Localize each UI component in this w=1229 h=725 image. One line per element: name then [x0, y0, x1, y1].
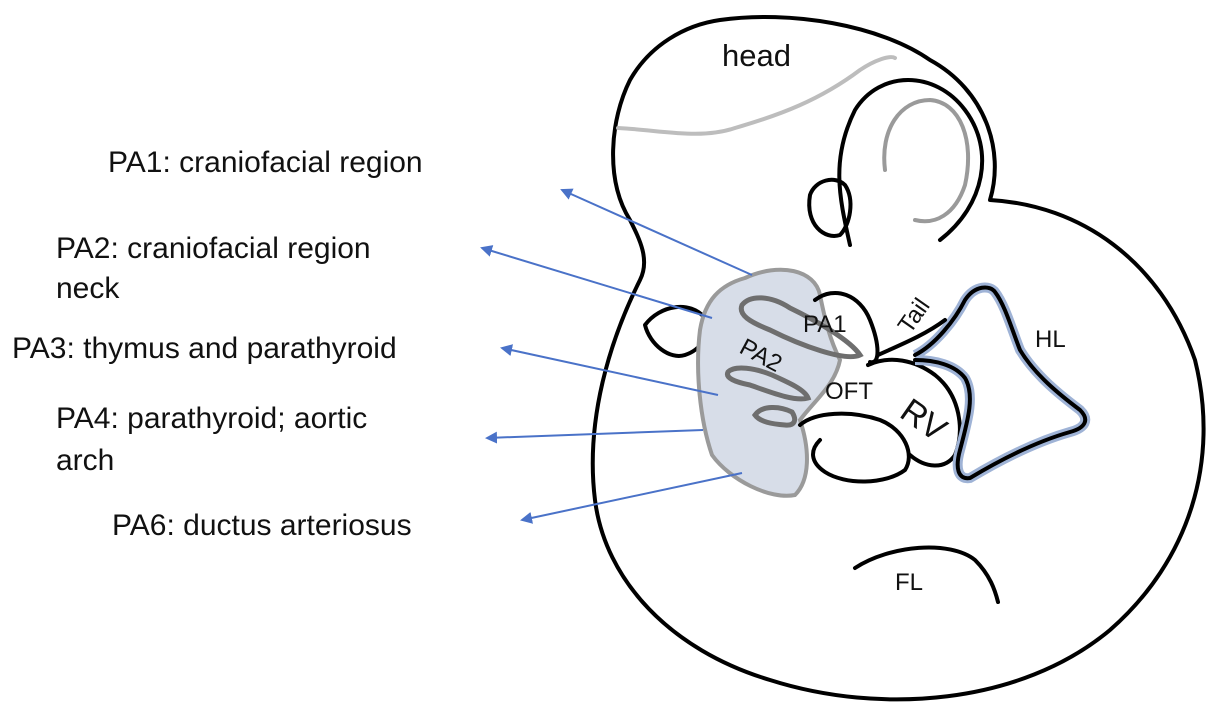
- anatomy-fl: FL: [895, 569, 923, 596]
- arrow-pa1: [562, 190, 752, 275]
- arrow-pa6: [522, 473, 742, 520]
- label-pa6: PA6: ductus arteriosus: [112, 509, 412, 542]
- label-pa4-line1: PA4: parathyroid; aortic: [56, 402, 367, 435]
- label-pa2-line1: PA2: craniofacial region: [56, 232, 371, 265]
- anatomy-head: head: [722, 38, 791, 73]
- label-pa4-line2: arch: [56, 444, 114, 477]
- rv-lower-lobe: [800, 414, 909, 482]
- anatomy-oft: OFT: [825, 378, 873, 405]
- label-pa3: PA3: thymus and parathyroid: [12, 332, 397, 365]
- forelimb-curve: [855, 548, 998, 602]
- label-pa1: PA1: craniofacial region: [108, 146, 423, 179]
- hindlimb-halo: [915, 287, 1085, 478]
- hindlimb-outline: [915, 287, 1085, 478]
- pharyngeal-arch-region: [698, 270, 840, 496]
- arrow-pa2: [482, 248, 712, 318]
- anatomy-hl: HL: [1035, 326, 1066, 353]
- eye-inner-curve: [884, 100, 968, 221]
- label-pa2-line2: neck: [56, 272, 120, 305]
- anatomy-pa1: PA1: [803, 311, 847, 338]
